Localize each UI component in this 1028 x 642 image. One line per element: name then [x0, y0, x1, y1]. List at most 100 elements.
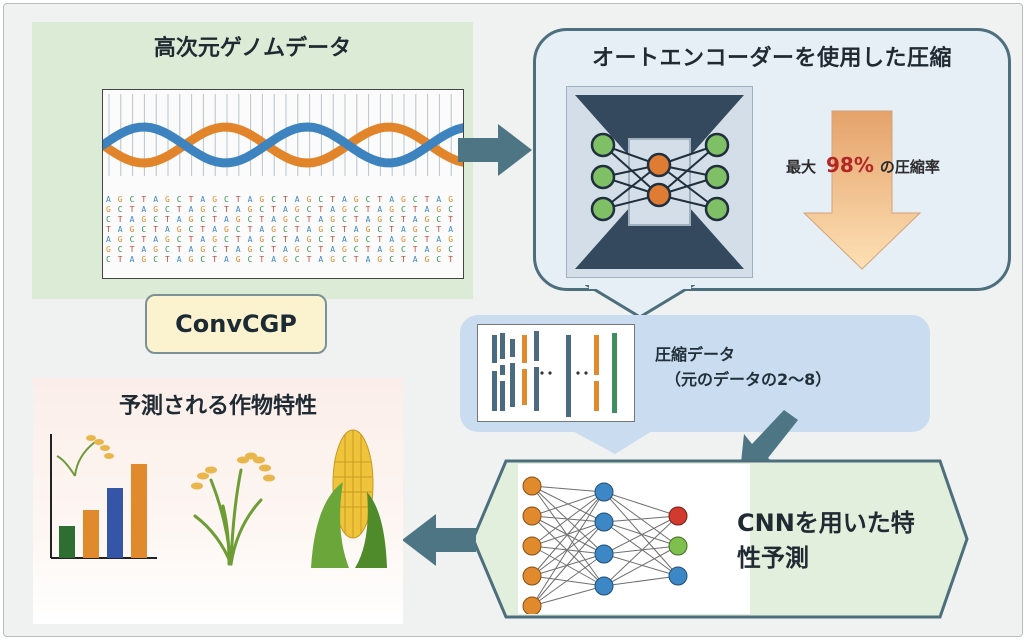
svg-text:C: C — [271, 195, 276, 204]
svg-text:G: G — [342, 245, 347, 254]
svg-text:G: G — [330, 255, 335, 264]
svg-text:A: A — [436, 235, 441, 244]
svg-text:C: C — [189, 225, 194, 234]
svg-text:T: T — [448, 255, 453, 264]
svg-text:C: C — [401, 245, 406, 254]
svg-text:C: C — [413, 195, 418, 204]
svg-text:C: C — [318, 195, 323, 204]
svg-text:T: T — [448, 215, 453, 224]
rate-prefix: 最大 — [786, 158, 817, 176]
svg-text:T: T — [259, 215, 264, 224]
svg-text:A: A — [283, 245, 288, 254]
svg-text:A: A — [106, 195, 111, 204]
svg-text:A: A — [118, 225, 123, 234]
svg-text:C: C — [259, 245, 264, 254]
svg-text:G: G — [212, 235, 217, 244]
svg-text:T: T — [118, 215, 123, 224]
svg-text:C: C — [448, 205, 453, 214]
svg-text:C: C — [425, 225, 430, 234]
svg-text:C: C — [318, 235, 323, 244]
svg-text:A: A — [318, 255, 323, 264]
svg-text:A: A — [342, 235, 347, 244]
svg-text:T: T — [212, 215, 217, 224]
svg-text:C: C — [342, 255, 347, 264]
neural-network-icon — [518, 464, 750, 616]
svg-text:C: C — [248, 255, 253, 264]
svg-text:T: T — [271, 205, 276, 214]
svg-text:A: A — [413, 215, 418, 224]
svg-text:C: C — [283, 225, 288, 234]
svg-text:C: C — [259, 205, 264, 214]
compressed-tail — [567, 428, 657, 454]
svg-text:A: A — [141, 245, 146, 254]
svg-text:T: T — [141, 235, 146, 244]
svg-text:G: G — [283, 255, 288, 264]
svg-text:T: T — [177, 205, 182, 214]
svg-text:G: G — [413, 225, 418, 234]
svg-text:A: A — [177, 255, 182, 264]
svg-text:G: G — [141, 255, 146, 264]
svg-text:C: C — [130, 235, 135, 244]
svg-text:A: A — [165, 225, 170, 234]
svg-text:T: T — [212, 255, 217, 264]
svg-text:G: G — [189, 215, 194, 224]
svg-text:T: T — [118, 255, 123, 264]
svg-text:C: C — [106, 215, 111, 224]
bubble-tail — [585, 285, 695, 319]
svg-text:C: C — [141, 225, 146, 234]
svg-text:T: T — [295, 225, 300, 234]
svg-text:T: T — [307, 255, 312, 264]
svg-text:C: C — [212, 245, 217, 254]
svg-text:G: G — [295, 205, 300, 214]
svg-text:C: C — [401, 205, 406, 214]
svg-text:G: G — [425, 255, 430, 264]
svg-text:G: G — [236, 255, 241, 264]
svg-text:A: A — [189, 245, 194, 254]
svg-text:C: C — [165, 205, 170, 214]
svg-text:C: C — [153, 215, 158, 224]
svg-text:C: C — [366, 195, 371, 204]
svg-text:G: G — [307, 195, 312, 204]
svg-text:A: A — [366, 255, 371, 264]
svg-text:G: G — [130, 225, 135, 234]
svg-text:C: C — [212, 205, 217, 214]
svg-text:C: C — [271, 235, 276, 244]
autoencoder-title: オートエンコーダーを使用した圧縮 — [591, 46, 952, 71]
svg-text:T: T — [377, 235, 382, 244]
svg-text:G: G — [295, 245, 300, 254]
svg-text:T: T — [248, 225, 253, 234]
svg-text:G: G — [236, 215, 241, 224]
svg-text:T: T — [425, 235, 430, 244]
svg-text:G: G — [307, 235, 312, 244]
svg-text:G: G — [212, 195, 217, 204]
svg-text:T: T — [401, 255, 406, 264]
svg-text:G: G — [189, 255, 194, 264]
rate-suffix: の圧縮率 — [879, 158, 940, 176]
rate-value: 98% — [826, 153, 874, 177]
svg-text:G: G — [377, 215, 382, 224]
svg-text:T: T — [425, 195, 430, 204]
svg-text:G: G — [436, 245, 441, 254]
svg-text:T: T — [354, 255, 359, 264]
svg-text:A: A — [189, 205, 194, 214]
svg-text:T: T — [366, 205, 371, 214]
svg-text:A: A — [200, 195, 205, 204]
svg-text:G: G — [389, 245, 394, 254]
svg-text:G: G — [448, 195, 453, 204]
autoencoder-panel: オートエンコーダーを使用した圧縮 最大 98% の圧縮率 — [533, 28, 1011, 291]
svg-text:C: C — [224, 235, 229, 244]
svg-text:T: T — [283, 195, 288, 204]
svg-text:A: A — [259, 225, 264, 234]
svg-text:G: G — [141, 215, 146, 224]
barcode-icon — [477, 324, 635, 422]
compressed-ratio: （元のデータの2〜8） — [665, 369, 832, 389]
compressed-data-panel: 圧縮データ （元のデータの2〜8） — [460, 315, 930, 432]
svg-text:G: G — [377, 255, 382, 264]
svg-text:T: T — [354, 215, 359, 224]
svg-text:T: T — [330, 195, 335, 204]
svg-text:A: A — [342, 195, 347, 204]
svg-text:T: T — [271, 245, 276, 254]
svg-text:A: A — [330, 245, 335, 254]
